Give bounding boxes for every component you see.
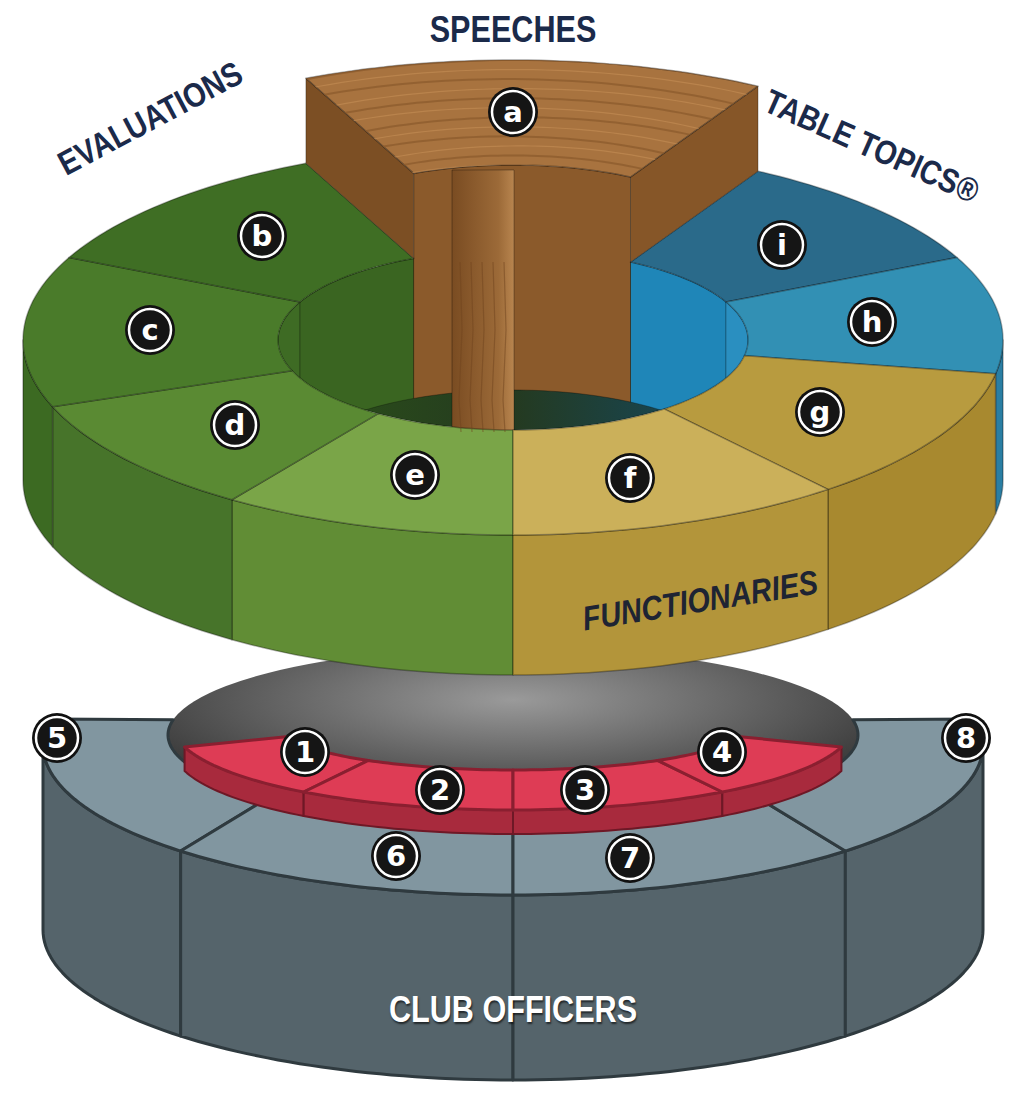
wood-grain-line <box>259 60 814 99</box>
wood-grain-line <box>346 136 691 160</box>
callout-badge: 7 <box>605 833 655 883</box>
callout-number: g <box>795 387 845 437</box>
badge-rim <box>210 400 260 450</box>
callout-number: 5 <box>32 713 82 763</box>
badge-rim <box>488 87 538 137</box>
group-label: EVALUATIONS <box>52 55 247 180</box>
wood-grain-line <box>481 262 484 432</box>
segment-top <box>726 258 1003 374</box>
callout-badge: 8 <box>941 713 991 763</box>
stem-grain <box>459 262 506 432</box>
callout-badge: 3 <box>560 765 610 815</box>
role-segment-top <box>658 737 842 792</box>
callout-badge: 1 <box>280 727 330 777</box>
group-label: CLUB OFFICERS <box>389 992 637 1028</box>
badge-rim <box>605 833 655 883</box>
badge-rim <box>697 727 747 777</box>
badge-rim <box>795 387 845 437</box>
callout-number: a <box>488 87 538 137</box>
callout-number: c <box>125 305 175 355</box>
callout-badge: 4 <box>697 727 747 777</box>
wood-grain-line <box>470 262 473 432</box>
callout-number: 8 <box>941 713 991 763</box>
role-segment-top <box>304 760 513 810</box>
callout-badge: b <box>237 211 287 261</box>
badge-rim <box>32 713 82 763</box>
callout-badge: c <box>125 305 175 355</box>
callout-number: 3 <box>560 765 610 815</box>
badge-rim <box>237 211 287 261</box>
callout-badge: f <box>605 453 655 503</box>
wood-grain-line <box>376 155 668 175</box>
group-label: SPEECHES <box>430 12 597 48</box>
wood-grain-line <box>382 165 648 183</box>
callout-badge: i <box>757 220 807 270</box>
callout-number: f <box>605 453 655 503</box>
callout-number: 7 <box>605 833 655 883</box>
callout-number: b <box>237 211 287 261</box>
wood-inner-wall <box>414 165 631 402</box>
callout-number: e <box>390 450 440 500</box>
badge-rim <box>280 727 330 777</box>
badge-rim <box>757 220 807 270</box>
callout-number: 4 <box>697 727 747 777</box>
lower-ring <box>43 647 983 1080</box>
callout-badge: h <box>847 297 897 347</box>
badge-rim <box>125 305 175 355</box>
callout-badge: a <box>488 87 538 137</box>
callout-number: 2 <box>415 765 465 815</box>
badge-rim <box>371 831 421 881</box>
callout-number: d <box>210 400 260 450</box>
callout-number: 1 <box>280 727 330 777</box>
callout-badge: d <box>210 400 260 450</box>
badge-rim <box>390 450 440 500</box>
callout-number: i <box>757 220 807 270</box>
callout-number: 6 <box>371 831 421 881</box>
wood-grain-line <box>503 262 506 432</box>
badge-rim <box>560 765 610 815</box>
callout-badge: 5 <box>32 713 82 763</box>
callout-number: h <box>847 297 897 347</box>
callout-badge: 6 <box>371 831 421 881</box>
upper-ring <box>23 0 1003 675</box>
wood-grain-line <box>492 262 495 432</box>
callout-badge: e <box>390 450 440 500</box>
wood-stem <box>452 170 514 470</box>
callout-badge: 2 <box>415 765 465 815</box>
badge-rim <box>847 297 897 347</box>
wood-grain <box>259 0 814 480</box>
callout-badge: g <box>795 387 845 437</box>
segment-top <box>513 409 828 535</box>
badge-rim <box>941 713 991 763</box>
badge-rim <box>415 765 465 815</box>
wood-grain-line <box>459 262 462 432</box>
badge-rim <box>605 453 655 503</box>
